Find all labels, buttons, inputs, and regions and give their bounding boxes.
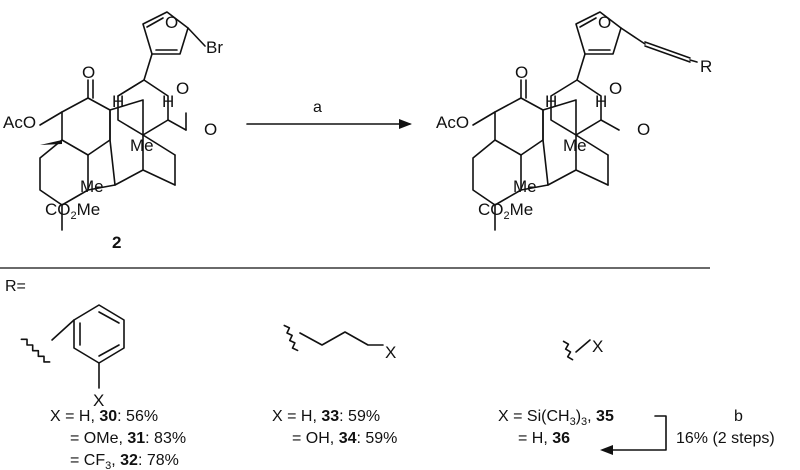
bromine-label: Br xyxy=(206,38,223,57)
conversion-bracket xyxy=(603,415,667,451)
conversion-arrowhead xyxy=(600,445,613,455)
hydrogen-label: H xyxy=(595,92,607,111)
lactone-oxygen-label: O xyxy=(609,79,622,98)
ring-a xyxy=(61,97,111,156)
result-31: = OMe, 31: 83% xyxy=(70,430,186,447)
hydrogen-label: H xyxy=(162,92,174,111)
r-substituent-label: R xyxy=(700,57,712,76)
c-br-bond xyxy=(187,27,206,47)
furan-oxygen-label: O xyxy=(165,13,178,32)
furan-ring xyxy=(142,11,189,55)
step-b-label: b xyxy=(734,408,743,425)
product-structure xyxy=(472,11,698,231)
acetoxy-label: AcO xyxy=(3,113,36,132)
furan-link-bond xyxy=(143,53,153,81)
methyl-label: Me xyxy=(80,177,104,196)
ester-label: CO2Me xyxy=(478,200,533,222)
result-30: X = H, 30: 56% xyxy=(50,408,158,425)
result-32: = CF3, 32: 78% xyxy=(70,452,179,470)
methyl-label: Me xyxy=(563,136,587,155)
hydrogen-label: H xyxy=(112,92,124,111)
hydrogen-label: H xyxy=(545,92,557,111)
direct-x-label: X xyxy=(592,337,603,356)
result-34: = OH, 34: 59% xyxy=(292,430,397,447)
lactone-oxygen-label: O xyxy=(176,79,189,98)
aryl-substituent-structure xyxy=(20,304,125,389)
lactone-carbonyl-oxygen-label: O xyxy=(637,120,650,139)
ring-c xyxy=(39,139,89,206)
aryl-x-label: X xyxy=(93,391,104,410)
result-33: X = H, 33: 59% xyxy=(272,408,380,425)
step-b-yield: 16% (2 steps) xyxy=(676,430,775,447)
alkyne-bond xyxy=(644,41,691,59)
result-35: X = Si(CH3)3, 35 xyxy=(498,408,614,428)
ketone-oxygen-label: O xyxy=(515,63,528,82)
alkyl-substituent-structure xyxy=(283,324,384,352)
alkyne-link-bond xyxy=(620,27,646,45)
ketone-oxygen-label: O xyxy=(82,63,95,82)
alkyl-x-label: X xyxy=(385,343,396,362)
reaction-arrowhead xyxy=(399,119,412,129)
ester-label: CO2Me xyxy=(45,200,100,222)
reaction-condition-label: a xyxy=(313,99,322,116)
methyl-label: Me xyxy=(130,136,154,155)
result-36: = H, 36 xyxy=(518,430,570,447)
direct-substituent-structure xyxy=(562,339,591,361)
compound-2-number: 2 xyxy=(112,233,121,252)
methyl-label: Me xyxy=(513,177,537,196)
acetoxy-label: AcO xyxy=(436,113,469,132)
r-groups-header: R= xyxy=(5,278,26,295)
starting-material-structure xyxy=(39,11,206,231)
furan-oxygen-label: O xyxy=(598,13,611,32)
lactone-carbonyl-oxygen-label: O xyxy=(204,120,217,139)
